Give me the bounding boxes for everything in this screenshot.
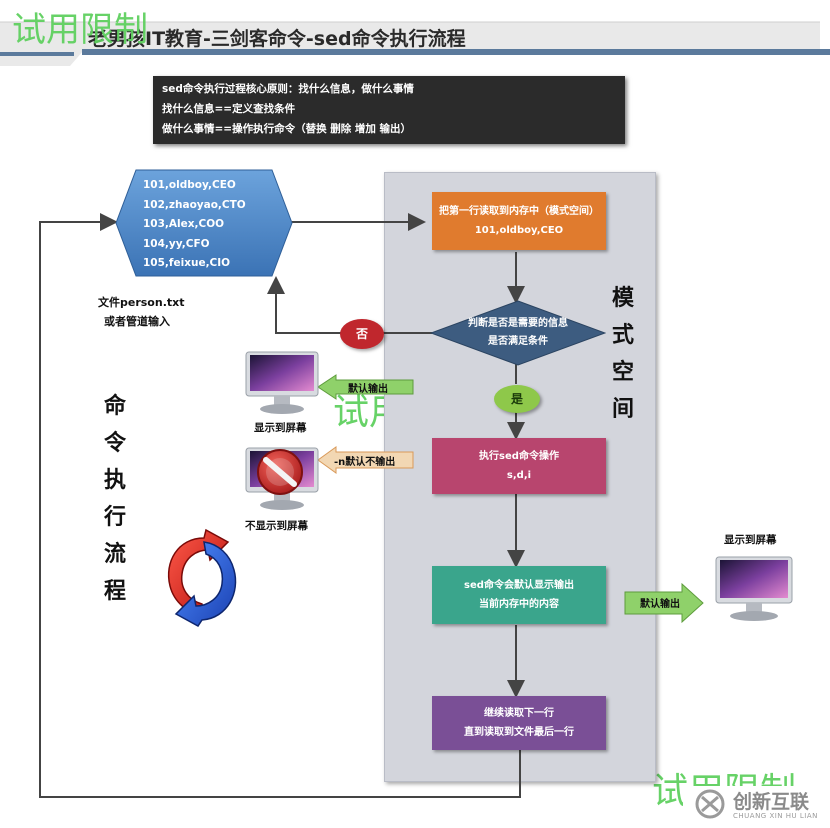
mode-space-char: 式 xyxy=(611,323,634,348)
step-execute-command: 执行sed命令操作 s,d,i xyxy=(432,438,606,494)
step-read-into-memory: 把第一行读取到内存中（模式空间） 101,oldboy,CEO xyxy=(432,192,606,250)
decision-line2: 是否满足条件 xyxy=(488,336,548,347)
mode-space-label: 模 式 空 间 xyxy=(606,280,640,428)
default-output-right-label: 默认输出 xyxy=(640,599,680,610)
input-line: 103,Alex,COO xyxy=(143,218,225,231)
refresh-cycle-icon xyxy=(167,528,237,627)
step-read-line1: 把第一行读取到内存中（模式空间） xyxy=(439,206,599,217)
n-no-output-label: -n默认不输出 xyxy=(334,457,396,468)
step-execute-line2: s,d,i xyxy=(506,470,532,481)
yes-badge: 是 xyxy=(494,385,540,413)
mode-space-char: 间 xyxy=(611,397,634,422)
step-next-line1: 继续读取下一行 xyxy=(484,708,554,719)
monitor-shown-right-icon xyxy=(715,556,793,621)
input-line: 101,oldboy,CEO xyxy=(143,179,236,191)
decision-line1: 判断是否是需要的信息 xyxy=(468,318,568,329)
step-next-line2: 直到读取到文件最后一行 xyxy=(464,727,574,738)
process-char: 命 xyxy=(103,394,126,419)
step-read-line2: 101,oldboy,CEO xyxy=(474,225,564,236)
no-badge: 否 xyxy=(340,319,384,349)
default-output-arrow xyxy=(318,374,414,400)
n-no-output-arrow xyxy=(318,446,414,474)
process-char: 流 xyxy=(103,542,126,567)
default-output-right-arrow xyxy=(624,583,704,623)
step-default-output: sed命令会默认显示输出 当前内存中的内容 xyxy=(432,566,606,624)
input-line: 104,yy,CFO xyxy=(143,237,210,250)
screen-not-shown-label: 不显示到屏幕 xyxy=(245,520,308,532)
page-title: 老男孩IT教育-三剑客命令-sed命令执行流程 xyxy=(88,28,466,50)
monitor-shown-icon xyxy=(245,351,319,414)
process-char: 执 xyxy=(103,468,126,493)
input-file-hexagon xyxy=(115,169,293,277)
brand-logo-icon xyxy=(695,789,725,819)
principles-box: sed命令执行过程核心原则：找什么信息，做什么事情 找什么信息==定义查找条件 … xyxy=(153,76,625,144)
decision-diamond xyxy=(430,300,606,366)
input-file-caption: 文件person.txt xyxy=(98,296,185,309)
title-bar xyxy=(0,21,830,66)
input-line: 105,feixue,CIO xyxy=(143,257,231,270)
screen-shown-label: 显示到屏幕 xyxy=(254,422,307,434)
decision-text: 判断是否是需要的信息 是否满足条件 xyxy=(456,313,580,353)
mode-space-char: 空 xyxy=(611,360,634,385)
input-file-lines: 101,oldboy,CEO 102,zhaoyao,CTO 103,Alex,… xyxy=(143,176,263,274)
principle-core: sed命令执行过程核心原则：找什么信息，做什么事情 xyxy=(162,83,414,95)
screen-shown-right-label: 显示到屏幕 xyxy=(724,534,777,546)
principle-do: 做什么事情==操作执行命令（替换 删除 增加 输出） xyxy=(162,123,412,135)
step-execute-line1: 执行sed命令操作 xyxy=(479,451,559,462)
mode-space-char: 模 xyxy=(611,286,634,311)
step-read-next-line: 继续读取下一行 直到读取到文件最后一行 xyxy=(432,696,606,750)
step-output-line2: 当前内存中的内容 xyxy=(479,599,559,610)
step-output-line1: sed命令会默认显示输出 xyxy=(464,580,574,591)
principle-find: 找什么信息==定义查找条件 xyxy=(162,103,296,115)
input-line: 102,zhaoyao,CTO xyxy=(143,198,246,211)
process-char: 行 xyxy=(103,505,126,530)
brand-pinyin: CHUANG XIN HU LIAN xyxy=(733,812,818,820)
process-char: 程 xyxy=(103,579,126,604)
brand-name: 创新互联 xyxy=(733,791,810,813)
input-pipe-caption: 或者管道输入 xyxy=(104,315,170,328)
monitor-not-shown-icon xyxy=(245,447,319,510)
default-output-label: 默认输出 xyxy=(348,384,388,395)
process-char: 令 xyxy=(103,431,126,456)
arrow-loop-back xyxy=(39,213,521,798)
process-label: 命 令 执 行 流 程 xyxy=(98,388,132,610)
watermark-trial-top: 试用限制 xyxy=(12,10,148,50)
